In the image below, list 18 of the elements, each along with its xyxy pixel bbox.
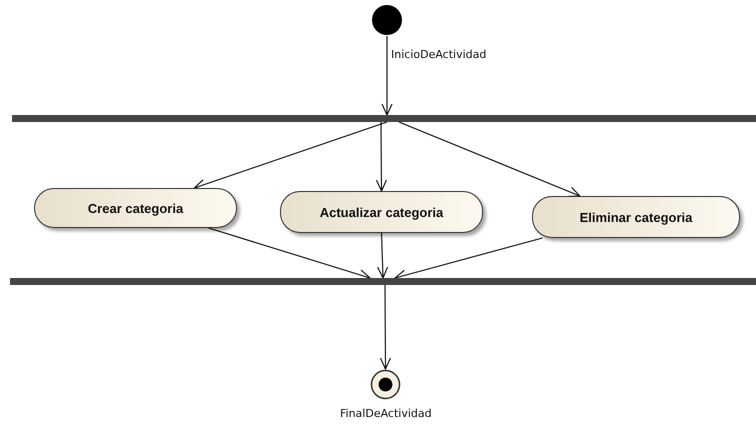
arrow — [194, 121, 388, 190]
arrow — [394, 237, 543, 280]
arrow — [398, 122, 580, 197]
fork-join-bar — [10, 278, 756, 285]
action-label: Actualizar categoria — [320, 204, 444, 220]
action-label: Crear categoria — [88, 200, 184, 216]
arrow — [381, 36, 393, 116]
action-label: Eliminar categoria — [580, 210, 692, 224]
arrow — [208, 227, 371, 280]
fork-join-bar — [12, 115, 756, 122]
action-node — [34, 188, 237, 228]
node-caption: InicioDeActividad — [391, 48, 486, 61]
arrow — [376, 122, 387, 192]
arrow — [377, 232, 388, 279]
node-caption: FinalDeActividad — [340, 407, 432, 420]
action-node — [280, 191, 483, 233]
action-node — [532, 196, 740, 238]
arrow — [380, 285, 391, 370]
